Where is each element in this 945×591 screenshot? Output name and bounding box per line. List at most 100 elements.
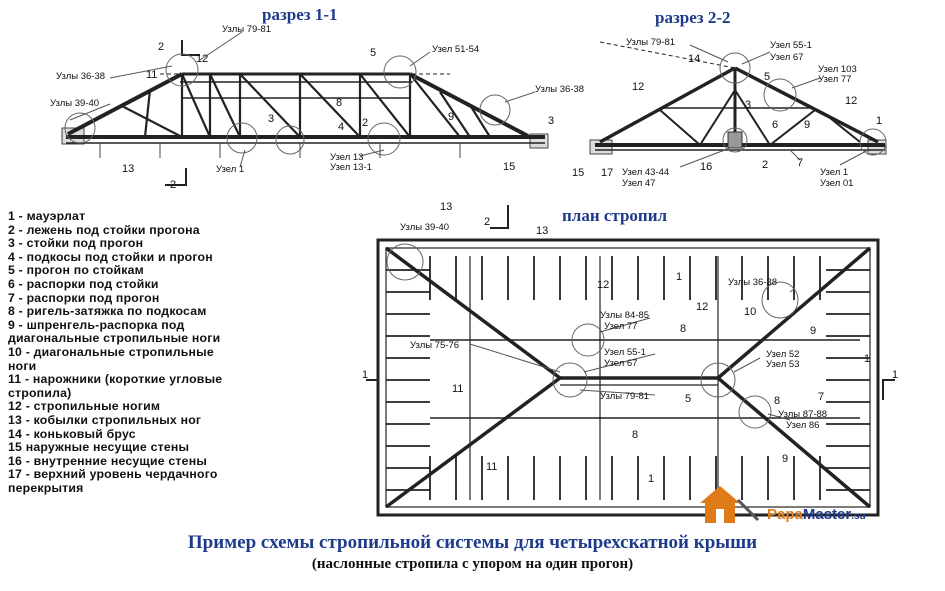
s2-n9: 9	[804, 119, 810, 131]
s2-n7: 7	[797, 157, 803, 169]
s1-nodes-39-40: Узлы 39-40	[50, 98, 99, 109]
s1-n3b: 3	[548, 115, 554, 127]
plan-sec1-left: 1	[362, 369, 368, 381]
section-2-rafter-left	[599, 66, 736, 144]
plan-nodes-75-76: Узлы 75-76	[410, 340, 459, 351]
plan-n10: 10	[744, 306, 756, 318]
legend-item: ноги	[8, 358, 37, 373]
legend-item: 6 - распорки под стойки	[8, 276, 159, 291]
s2-node-55-1: Узел 55-1	[770, 40, 812, 51]
s2-n14: 14	[688, 53, 700, 65]
legend-item: 17 - верхний уровень чердачного	[8, 467, 218, 482]
brand-suffix: .su	[851, 511, 866, 522]
legend-item: 13 - кобылки стропильных ног	[8, 412, 202, 427]
plan-n12a: 12	[597, 279, 609, 291]
s1-n5: 5	[370, 47, 376, 59]
plan-n13b: 13	[536, 225, 548, 237]
s1-nodes-36-38-right: Узлы 36-38	[535, 84, 584, 95]
legend-item: 11 - нарожники (короткие угловые	[8, 372, 223, 387]
legend-item: 8 - ригель-затяжка по подкосам	[8, 304, 207, 319]
legend-item: 10 - диагональные стропильные	[8, 344, 214, 359]
s1-node-1: Узел 1	[216, 164, 244, 175]
s1-nodes-36-38: Узлы 36-38	[56, 71, 105, 82]
legend-item: 12 - стропильные ногим	[8, 399, 161, 414]
plan-n8a: 8	[680, 323, 686, 335]
legend-item: 16 - внутренние несущие стены	[8, 453, 208, 468]
plan-n11a: 11	[452, 383, 463, 395]
section-2-title: разрез 2-2	[655, 8, 731, 27]
plan-drawing	[366, 205, 895, 517]
s2-node-47: Узел 47	[622, 178, 655, 189]
legend-item: 9 - шпренгель-распорка под	[8, 317, 185, 332]
plan-nodes-36-38: Узлы 36-38	[728, 277, 777, 288]
brand-part-1: Papa	[767, 506, 803, 523]
brand-name: PapaMaster.su	[767, 506, 866, 523]
legend-item: перекрытия	[8, 480, 84, 495]
legend-item: 4 - подкосы под стойки и прогон	[8, 249, 213, 264]
legend-item: 1 - мауэрлат	[8, 209, 86, 223]
plan-n12b: 12	[696, 301, 708, 313]
s1-n2a: 2	[158, 41, 164, 53]
s1-n9: 9	[448, 111, 454, 123]
s1-n3: 3	[268, 113, 274, 125]
section-1-rafter-left	[67, 72, 183, 136]
section-1-title: разрез 1-1	[262, 5, 338, 24]
plan-n8c: 8	[632, 429, 638, 441]
plan-n1b: 1	[864, 353, 870, 365]
s1-n4: 4	[338, 121, 344, 133]
plan-title: план стропил	[562, 206, 668, 225]
s2-n12b: 12	[845, 95, 857, 107]
legend-item: 7 - распорки под прогон	[8, 290, 160, 305]
s2-node-1: Узел 1	[820, 167, 848, 178]
section-2-drawing	[589, 41, 887, 168]
s1-n11: 11	[146, 69, 157, 81]
s1-n13: 13	[122, 163, 134, 175]
plan-nodes-79-81: Узлы 79-81	[600, 391, 649, 402]
plan-n13a: 13	[440, 201, 452, 213]
plan-n8b: 8	[774, 395, 780, 407]
s1-nodes-79-81: Узлы 79-81	[222, 24, 271, 35]
caption-subtitle: (наслонные стропила с упором на один про…	[311, 556, 634, 572]
s2-n17: 17	[601, 167, 613, 179]
s2-n5: 5	[764, 71, 770, 83]
plan-n1a: 1	[676, 271, 682, 283]
brand-part-2: Master	[802, 506, 852, 523]
s2-n15: 15	[572, 167, 584, 179]
s2-n1: 1	[876, 115, 882, 127]
plan-n7: 7	[818, 391, 824, 403]
plan-n5: 5	[685, 393, 691, 405]
s1-n15: 15	[503, 161, 515, 173]
plan-nodes-39-40: Узлы 39-40	[400, 222, 449, 233]
s1-n8: 8	[336, 97, 342, 109]
s2-n16: 16	[700, 161, 712, 173]
s1-node-13-1: Узел 13-1	[330, 162, 372, 173]
plan-node-77: Узел 77	[604, 321, 637, 332]
s2-nodes-79-81: Узлы 79-81	[626, 37, 675, 48]
s2-n2: 2	[762, 159, 768, 171]
legend-item: 5 - прогон по стойкам	[8, 263, 144, 278]
legend-item: 2 - лежень под стойки прогона	[8, 222, 200, 237]
plan-node-86: Узел 86	[786, 420, 819, 431]
legend-item: 14 - коньковый брус	[8, 426, 136, 441]
legend-item: стропила)	[8, 385, 72, 400]
plan-node-67: Узел 67	[604, 358, 637, 369]
plan-n11b: 11	[486, 461, 497, 473]
s2-node-103: Узел 103	[818, 64, 857, 75]
s1-node-51-54: Узел 51-54	[432, 44, 479, 55]
plan-n1c: 1	[648, 473, 654, 485]
plan-n2: 2	[484, 216, 490, 228]
plan-nodes-84-85: Узлы 84-85	[600, 310, 649, 321]
plan-nodes-87-88: Узлы 87-88	[778, 409, 827, 420]
s2-n3: 3	[745, 99, 751, 111]
section-1-drawing	[61, 31, 549, 186]
legend-item: 3 - стойки под прогон	[8, 236, 144, 251]
s2-node-01: Узел 01	[820, 178, 853, 189]
plan-node-52: Узел 52	[766, 349, 799, 360]
caption-title: Пример схемы стропильной системы для чет…	[187, 532, 758, 553]
s2-node-67: Узел 67	[770, 52, 803, 63]
s1-n2c: 2	[362, 117, 368, 129]
legend-item: диагональные стропильные ноги	[8, 331, 221, 346]
section-1-rafter-right	[409, 72, 529, 138]
